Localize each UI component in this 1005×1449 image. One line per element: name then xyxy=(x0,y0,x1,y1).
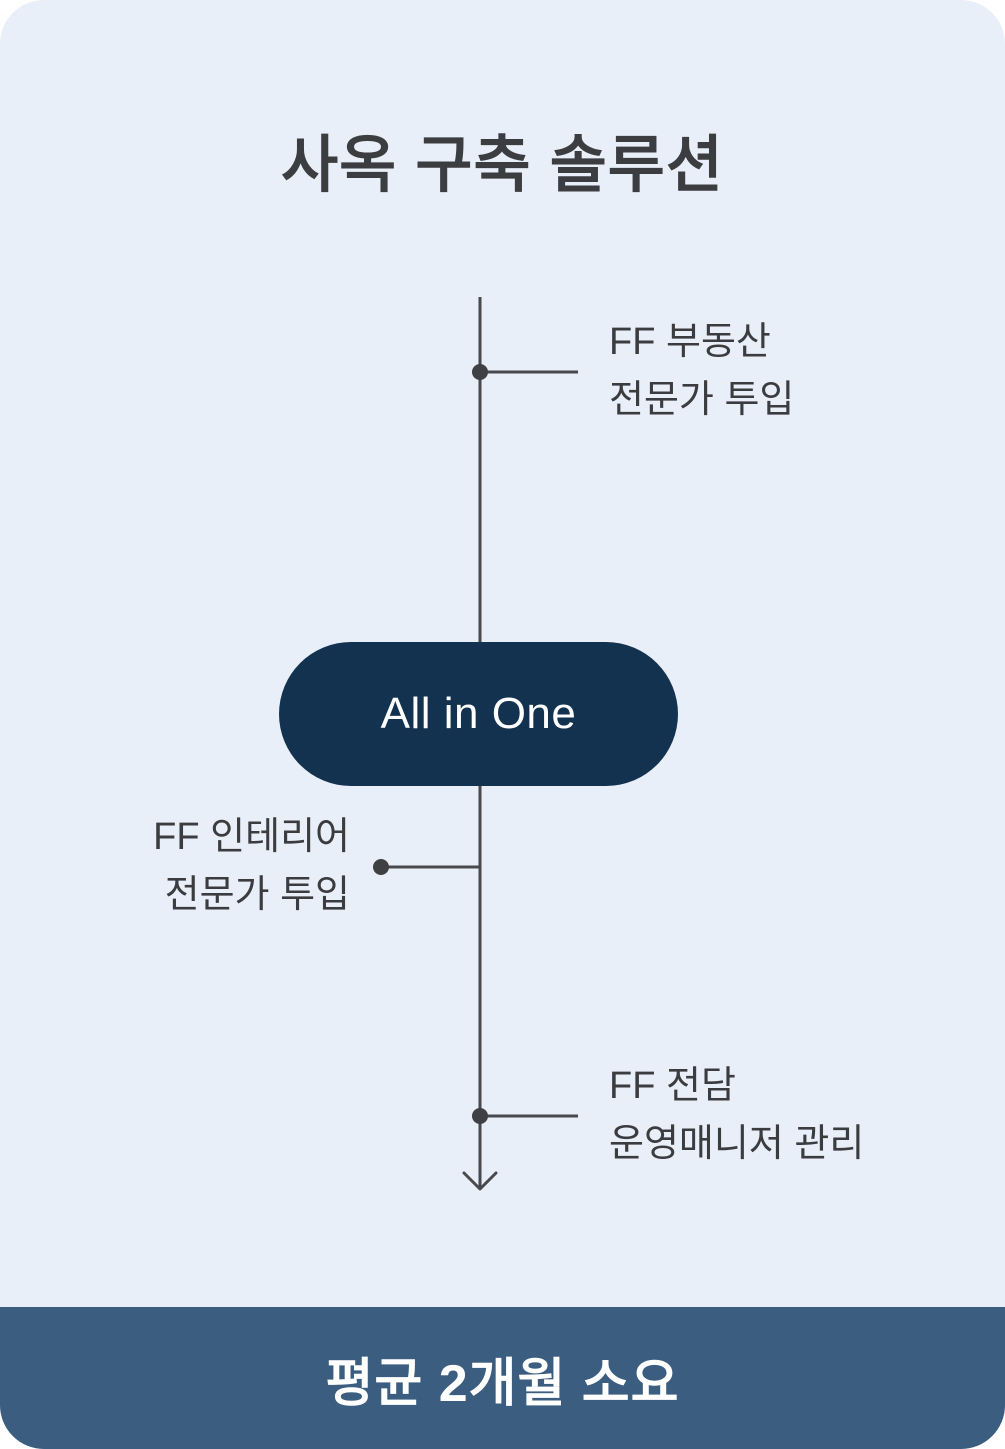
step-3-line2: 운영매니저 관리 xyxy=(609,1123,865,1165)
step-1-dot xyxy=(472,364,488,380)
step-2-label: FF 인테리어 전문가 투입 xyxy=(153,808,350,924)
step-3-label: FF 전담 운영매니저 관리 xyxy=(609,1057,864,1173)
duration-label: 평균 2개월 소요 xyxy=(325,1354,680,1413)
all-in-one-node: All in One xyxy=(279,642,678,786)
arrow-down-icon xyxy=(462,1171,498,1191)
step-2-dot xyxy=(373,859,389,875)
all-in-one-label: All in One xyxy=(380,689,577,738)
step-1-label: FF 부동산 전문가 투입 xyxy=(609,313,794,429)
step-3-line1: FF 전담 xyxy=(609,1065,736,1107)
step-1-line1: FF 부동산 xyxy=(609,321,771,363)
duration-footer: 평균 2개월 소요 xyxy=(0,1307,1005,1449)
step-3-dot xyxy=(472,1108,488,1124)
step-2-line2: 전문가 투입 xyxy=(164,874,350,916)
step-1-line2: 전문가 투입 xyxy=(609,379,795,421)
step-2-line1: FF 인테리어 xyxy=(153,816,350,858)
page-title: 사옥 구축 솔루션 xyxy=(281,131,724,200)
